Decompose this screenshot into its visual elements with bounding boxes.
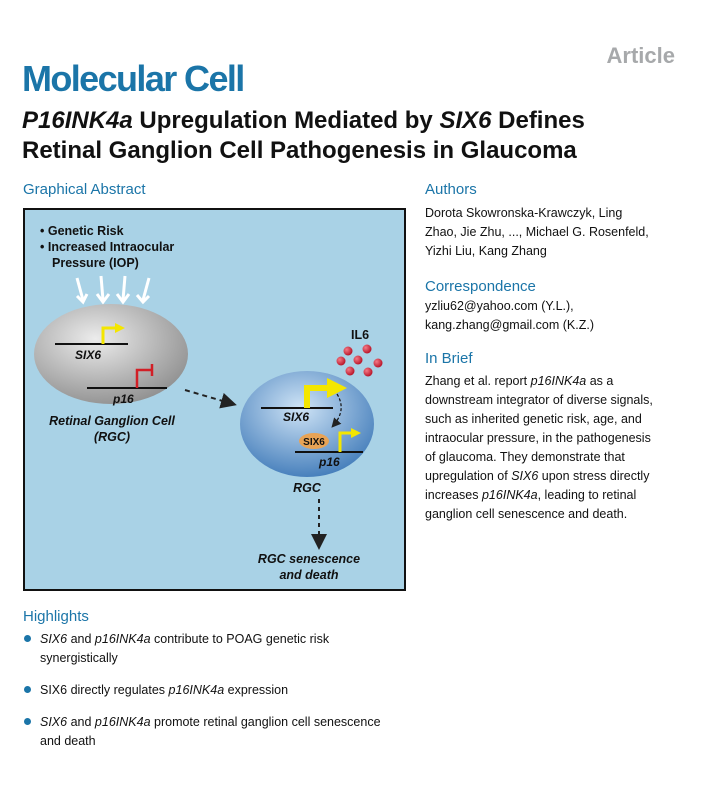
graphical-abstract-figure: • Genetic Risk • Increased Intraocular P… [23,208,406,591]
title-gene-p16: P16INK4a [22,107,133,134]
cell1-gene-six6: SIX6 [75,348,101,362]
transition-arrow [184,389,237,409]
cell2-gene-six6: SIX6 [283,410,309,424]
active-arrow [115,323,125,333]
active-arrow-large [327,378,347,398]
six6-protein [299,433,329,449]
outcome-text-2: and death [279,568,338,582]
six6-protein-label: SIX6 [303,437,325,448]
authors-list: Dorota Skowronska-Krawczyk, Ling Zhao, J… [425,204,715,261]
il6-particles [336,344,383,377]
title-gene-six6: SIX6 [439,107,492,134]
bullet-icon [24,718,31,725]
title-text: Defines [491,107,585,134]
authors-heading: Authors [425,181,477,198]
highlights-list: SIX6 and p16INK4a contribute to POAG gen… [22,630,422,764]
rgc-label-abbrev: (RGC) [94,430,130,444]
correspondence-list: yzliu62@yahoo.com (Y.L.), kang.zhang@gma… [425,297,715,335]
cell2-gene-p16: p16 [318,455,340,469]
author-line: Dorota Skowronska-Krawczyk, Ling [425,206,623,220]
title-line-2: Retinal Ganglion Cell Pathogenesis in Gl… [22,137,577,164]
bullet-icon [24,635,31,642]
stress-arrows [75,275,151,305]
risk-text-3: Pressure (IOP) [52,256,139,270]
title-text: Upregulation Mediated by [132,107,440,134]
repressed-arrow [135,368,152,388]
paper-title: P16INK4a Upregulation Mediated by SIX6 D… [22,106,702,166]
risk-text-2: • Increased Intraocular [40,240,174,254]
journal-title: Molecular Cell [22,58,245,99]
highlight-item: SIX6 and p16INK4a contribute to POAG gen… [22,630,422,668]
graphical-abstract-heading: Graphical Abstract [23,181,146,198]
author-line: Zhao, Jie Zhu, ..., Michael G. Rosenfeld… [425,225,649,239]
email-line[interactable]: yzliu62@yahoo.com (Y.L.), [425,299,574,313]
rgc-cell-grey [34,304,188,404]
in-brief-text: Zhang et al. report p16INK4a as a downst… [425,374,653,521]
graphical-abstract-svg: • Genetic Risk • Increased Intraocular P… [34,224,383,582]
highlights-heading: Highlights [23,608,89,625]
in-brief-heading: In Brief [425,350,473,367]
author-line: Yizhi Liu, Kang Zhang [425,244,547,258]
rgc-label-2: RGC [293,481,322,495]
highlight-item: SIX6 directly regulates p16INK4a express… [22,681,422,700]
rgc-label: Retinal Ganglion Cell [49,414,175,428]
article-type-label: Article [606,43,675,68]
bullet-icon [24,686,31,693]
correspondence-heading: Correspondence [425,278,536,295]
highlight-item: SIX6 and p16INK4a promote retinal gangli… [22,713,422,751]
cell1-gene-p16: p16 [112,392,134,406]
il6-label: IL6 [351,328,369,342]
outcome-text-1: RGC senescence [258,552,360,566]
risk-text-1: • Genetic Risk [40,224,124,238]
email-line[interactable]: kang.zhang@gmail.com (K.Z.) [425,318,595,332]
